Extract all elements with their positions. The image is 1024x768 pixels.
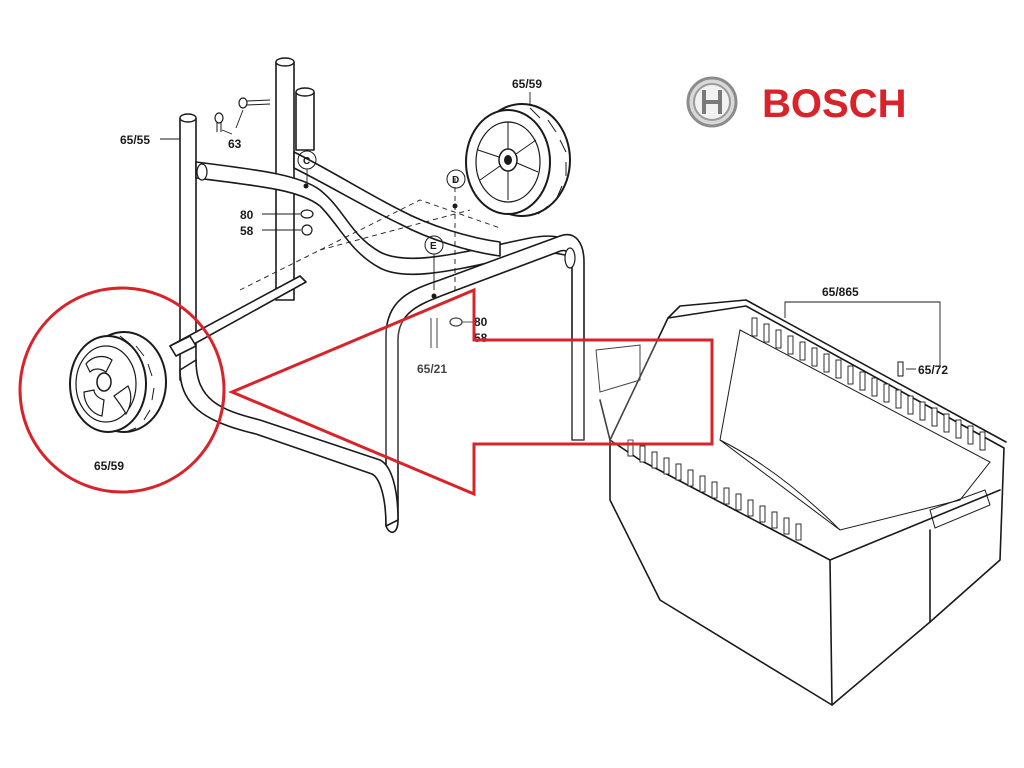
grass-collection-box xyxy=(595,299,1007,706)
label-washer-upper: 80 xyxy=(240,208,254,222)
marker-e: E xyxy=(430,241,437,252)
label-screw: 63 xyxy=(228,137,242,151)
brand-name: BOSCH xyxy=(762,82,906,126)
pin-part xyxy=(897,361,904,377)
label-bolt: 65/21 xyxy=(417,362,447,376)
label-pin: 65/72 xyxy=(918,363,948,377)
screw-part xyxy=(214,97,271,132)
label-wheel-top: 65/59 xyxy=(512,77,542,91)
marker-c: C xyxy=(303,156,310,167)
rear-wheel xyxy=(465,103,571,217)
marker-d-circle xyxy=(446,169,466,189)
highlighted-wheel xyxy=(69,331,167,433)
marker-d: D xyxy=(452,175,459,186)
highlight-callout-circle xyxy=(18,286,226,494)
chassis-frame xyxy=(169,57,585,533)
label-washer-lower: 80 xyxy=(474,315,488,329)
label-spacer-upper: 58 xyxy=(240,224,254,238)
bosch-armature-logo-icon xyxy=(686,76,738,128)
label-frame: 65/55 xyxy=(120,133,150,147)
label-grass-box: 65/865 xyxy=(822,285,859,299)
label-wheel-highlight: 65/59 xyxy=(94,459,124,473)
highlight-arrow xyxy=(228,287,714,497)
grass-box-leader xyxy=(784,301,941,366)
